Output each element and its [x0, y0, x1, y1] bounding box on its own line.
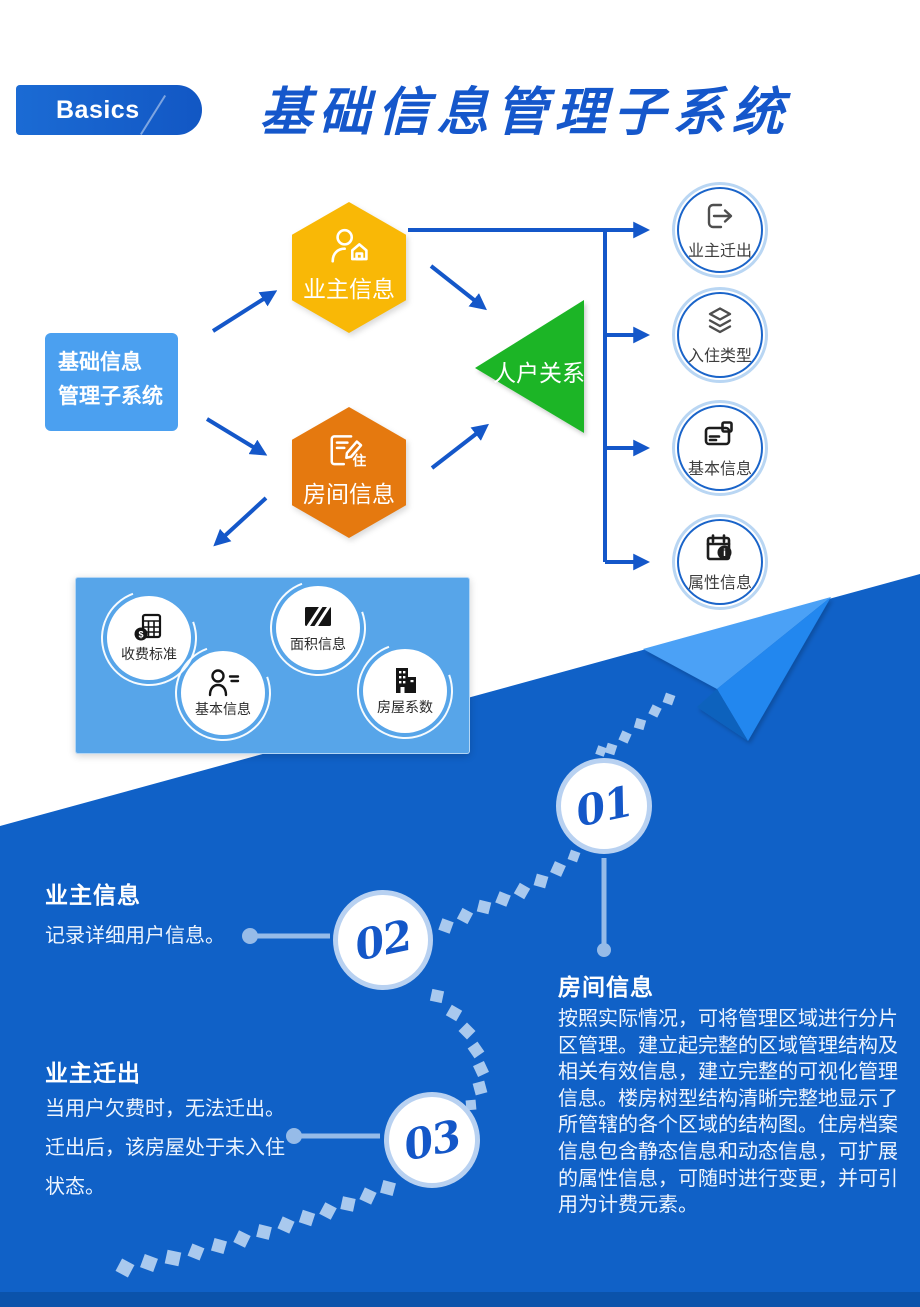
- section-owner-moveout-title: 业主迁出: [45, 1060, 141, 1086]
- output-label: 入住类型: [687, 348, 752, 365]
- relation-triangle: [475, 300, 584, 433]
- paper-plane-icon: [643, 597, 831, 741]
- hexagon-owner-label: 业主信息: [303, 276, 395, 302]
- output-label: 业主迁出: [687, 243, 752, 260]
- submodule-box: $ 收费标准 面积信息 基本信息: [75, 577, 470, 754]
- submodule-label: 收费标准: [121, 646, 177, 662]
- step-circle-03: 03: [384, 1092, 480, 1188]
- output-circle-owner-moveout: 业主迁出: [672, 182, 768, 278]
- svg-text:$: $: [138, 630, 143, 640]
- hexagon-owner-info: 业主信息: [292, 202, 406, 333]
- step-circle-02: 02: [333, 890, 433, 990]
- arrow-room-to-triangle: [430, 423, 489, 470]
- step-circle-01: 01: [556, 758, 652, 854]
- footer-strip: [0, 1292, 920, 1307]
- basics-badge: Basics: [16, 85, 202, 135]
- building-icon: [396, 668, 416, 693]
- submodule-label: 面积信息: [290, 636, 346, 652]
- arrow-room-to-subbox: [213, 496, 268, 547]
- arrow-owner-to-triangle: [429, 264, 487, 311]
- dotted-trail: [115, 692, 676, 1278]
- step-number: 03: [399, 1110, 465, 1170]
- hexagon-room-info: 住 房间信息: [292, 407, 406, 538]
- room-edit-icon: 住: [330, 435, 367, 469]
- area-icon: [305, 607, 331, 626]
- root-system-box: 基础信息 管理子系统: [45, 333, 178, 431]
- arrow-root-to-owner: [211, 290, 278, 333]
- output-circle-basic-info: 基本信息: [672, 400, 768, 496]
- relation-triangle-label: 人户关系: [493, 360, 585, 386]
- submodule-area-info: 面积信息: [276, 586, 360, 670]
- step-number: 02: [350, 910, 416, 970]
- root-box-line2: 管理子系统: [58, 384, 163, 408]
- step-connectors: [242, 858, 611, 1144]
- section-room-info-body: 按照实际情况，可将管理区域进行分片区管理。建立起完整的区域管理结构及相关有效信息…: [558, 1008, 898, 1217]
- section-room-info-title: 房间信息: [558, 974, 654, 1000]
- output-label: 基本信息: [687, 461, 752, 478]
- basics-badge-label: Basics: [56, 95, 140, 124]
- owner-house-icon: [331, 228, 368, 263]
- section-owner-info-title: 业主信息: [45, 882, 141, 908]
- output-circle-attribute-info: i 属性信息: [672, 514, 768, 610]
- submodule-label: 房屋系数: [377, 699, 433, 715]
- submodule-basic-info: 基本信息: [181, 651, 265, 735]
- section-owner-moveout-body: 当用户欠费时，无法迁出。迁出后，该房屋处于未入住状态。: [45, 1098, 285, 1198]
- root-box-line1: 基础信息: [58, 351, 142, 374]
- diagonal-blue-background: [0, 574, 920, 1307]
- page-title: 基础信息管理子系统: [259, 82, 791, 143]
- layers-icon: [708, 307, 732, 334]
- submodule-house-coefficient: 房屋系数: [363, 649, 447, 733]
- hexagon-room-label: 房间信息: [303, 481, 395, 507]
- output-circle-checkin-type: 入住类型: [672, 287, 768, 383]
- submodule-charging-standard: $ 收费标准: [107, 596, 191, 680]
- svg-text:i: i: [723, 548, 726, 559]
- submodule-label: 基本信息: [195, 701, 251, 717]
- clipboard-info-icon: i: [706, 534, 732, 561]
- room-icon-char: 住: [353, 453, 367, 469]
- flow-arrows: [205, 221, 651, 571]
- step-number: 01: [571, 776, 637, 836]
- section-owner-info-body: 记录详细用户信息。: [45, 925, 225, 947]
- person-list-icon: [208, 669, 240, 697]
- calculator-coin-icon: $: [134, 613, 162, 641]
- output-label: 属性信息: [687, 575, 752, 592]
- arrow-root-to-room: [205, 417, 268, 456]
- card-icon: [704, 421, 733, 446]
- logout-icon: [707, 203, 733, 229]
